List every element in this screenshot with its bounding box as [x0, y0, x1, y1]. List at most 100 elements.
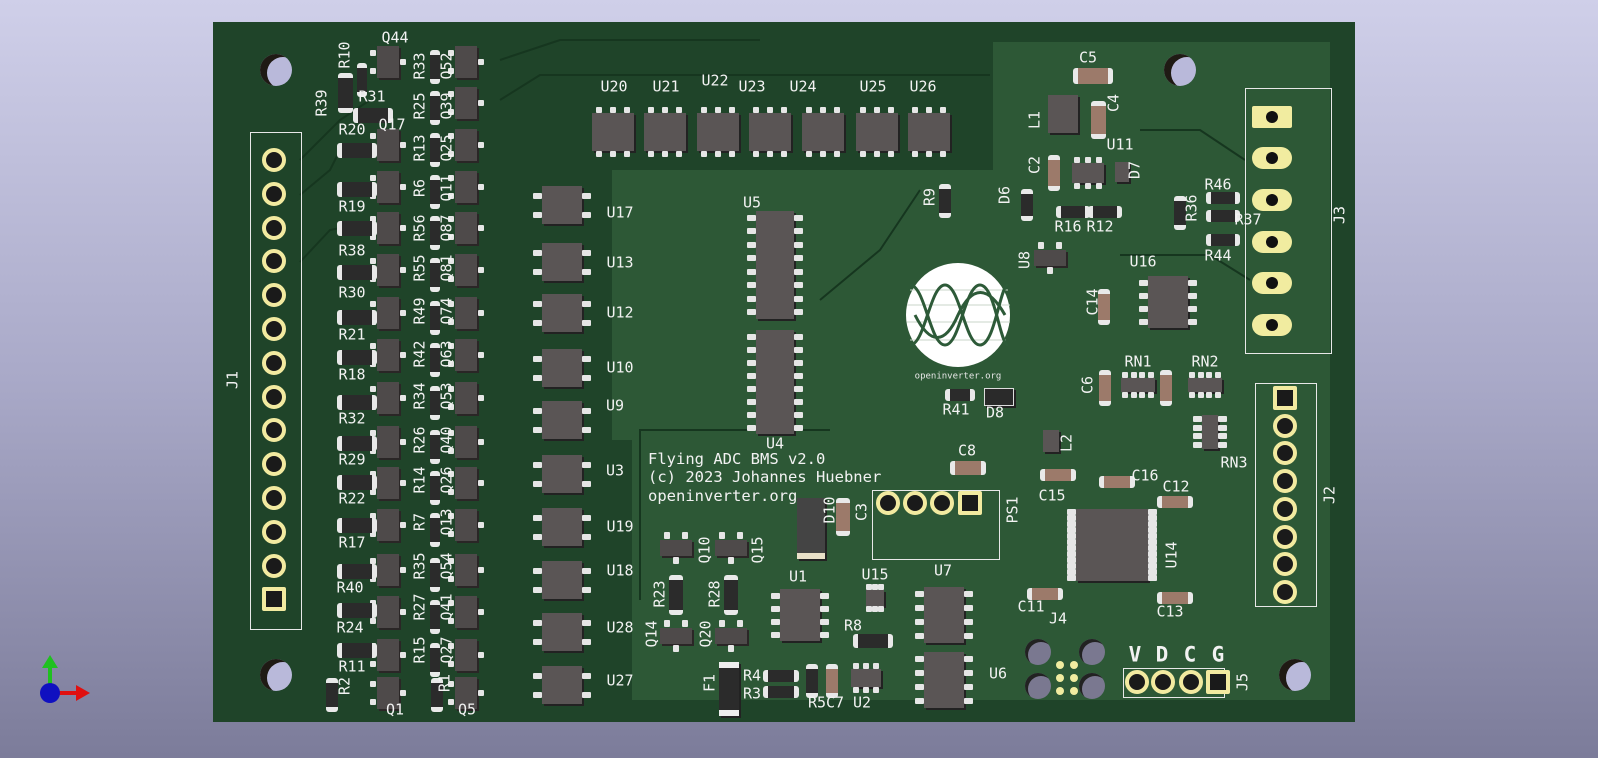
transistor: [448, 254, 484, 286]
refdes-label-u8: U8: [1015, 250, 1034, 270]
refdes-label-q25: Q25: [437, 134, 456, 162]
refdes-label-r42: R42: [410, 340, 429, 368]
refdes-label-r13: R13: [410, 134, 429, 162]
refdes-label-r9: R9: [920, 187, 939, 207]
refdes-label-q26: Q26: [437, 466, 456, 494]
capacitor: [1040, 469, 1076, 481]
refdes-label-r18: R18: [338, 365, 366, 384]
refdes-label-r55: R55: [410, 254, 429, 282]
transistor: [448, 382, 484, 414]
refdes-label-r33: R33: [410, 52, 429, 80]
j5-pin: [1125, 670, 1149, 694]
copper-trace: [1120, 254, 1251, 281]
refdes-label-q11: Q11: [437, 174, 456, 202]
capacitor: [1160, 370, 1172, 406]
ps1-pin: [930, 491, 954, 515]
j1-pin: [262, 317, 286, 341]
refdes-label-q44: Q44: [381, 28, 409, 47]
refdes-label-u4: U4: [765, 434, 785, 453]
refdes-label-r15: R15: [410, 636, 429, 664]
refdes-label-c6: C6: [1078, 375, 1097, 395]
resistor: [1206, 210, 1240, 222]
ic-chip: [533, 243, 591, 281]
refdes-label-u23: U23: [738, 77, 766, 96]
ic-chip: [802, 107, 844, 157]
refdes-label-r26: R26: [410, 426, 429, 454]
refdes-label-q53: Q53: [437, 382, 456, 410]
refdes-label-q52: Q52: [437, 52, 456, 80]
resistor: [430, 600, 440, 634]
refdes-label-r28: R28: [705, 580, 724, 608]
transistor: [448, 171, 484, 203]
resistor: [945, 389, 975, 401]
transistor: [370, 677, 406, 709]
mounting-hole: [260, 659, 292, 691]
refdes-label-c15: C15: [1038, 486, 1066, 505]
axis-gizmo: [40, 655, 90, 703]
resistor: [430, 471, 440, 505]
transistor: [370, 509, 406, 541]
refdes-label-j4: J4: [1048, 609, 1068, 628]
refdes-label-r4: R4: [742, 666, 762, 685]
resistor: [337, 181, 377, 197]
transistor: [715, 620, 747, 652]
resistor: [1056, 206, 1090, 218]
refdes-label-u27: U27: [606, 671, 634, 690]
resistor: [430, 133, 440, 167]
j2-pin: [1273, 386, 1297, 410]
ic-chip: [697, 107, 739, 157]
refdes-label-c3: C3: [852, 502, 871, 522]
resistor: [430, 643, 440, 677]
refdes-label-r5c7: R5C7: [807, 693, 845, 712]
refdes-label-q10: Q10: [695, 536, 714, 564]
refdes-label-u6: U6: [988, 664, 1008, 683]
resistor: [337, 435, 377, 451]
refdes-label-u10: U10: [606, 358, 634, 377]
inductor-l1: [1048, 95, 1078, 133]
refdes-label-r37: R37: [1234, 210, 1262, 229]
board-title-text: Flying ADC BMS v2.0: [648, 450, 826, 468]
resistor: [430, 558, 440, 592]
fuse-f1: [719, 662, 739, 716]
j1-pin: [262, 350, 286, 375]
transistor: [370, 297, 406, 329]
copper-trace: [819, 189, 921, 301]
refdes-label-u24: U24: [789, 77, 817, 96]
ic-chip: [533, 294, 591, 332]
transistor: [370, 382, 406, 414]
capacitor: [1099, 476, 1135, 488]
j5-pin: [1179, 670, 1203, 694]
transistor: [370, 426, 406, 458]
ic-u7: [915, 587, 973, 643]
x-axis-arrow-icon: [76, 685, 90, 701]
refdes-label-j3: J3: [1330, 205, 1349, 225]
resistor: [430, 343, 440, 377]
ic-u16: [1139, 276, 1197, 328]
refdes-label-u22: U22: [701, 71, 729, 90]
refdes-label-q13: Q13: [437, 508, 456, 536]
transistor: [660, 620, 692, 652]
resistor: [1088, 206, 1122, 218]
j3-outline: [1245, 88, 1332, 354]
refdes-label-u21: U21: [652, 77, 680, 96]
ic-chip: [533, 186, 591, 224]
resistor: [337, 642, 377, 658]
refdes-label-q20: Q20: [696, 620, 715, 648]
resistor: [337, 474, 377, 490]
diode-d7: [1115, 162, 1129, 182]
mounting-hole: [260, 54, 292, 86]
ic-chip: [533, 561, 591, 599]
refdes-label-r44: R44: [1204, 246, 1232, 265]
j3-pad: [1252, 272, 1292, 294]
transistor: [370, 596, 406, 628]
j4-pad: [1056, 674, 1064, 682]
refdes-label-r25: R25: [410, 92, 429, 120]
ic-u5: [747, 211, 803, 319]
j5-label-c: C: [1183, 642, 1197, 667]
j2-pin: [1273, 413, 1297, 438]
resistor: [337, 563, 377, 579]
board-url-text: openinverter.org: [648, 487, 798, 505]
ps1-pin: [903, 491, 927, 515]
ps1-pin: [958, 491, 982, 515]
ic-u11: [1072, 157, 1104, 189]
